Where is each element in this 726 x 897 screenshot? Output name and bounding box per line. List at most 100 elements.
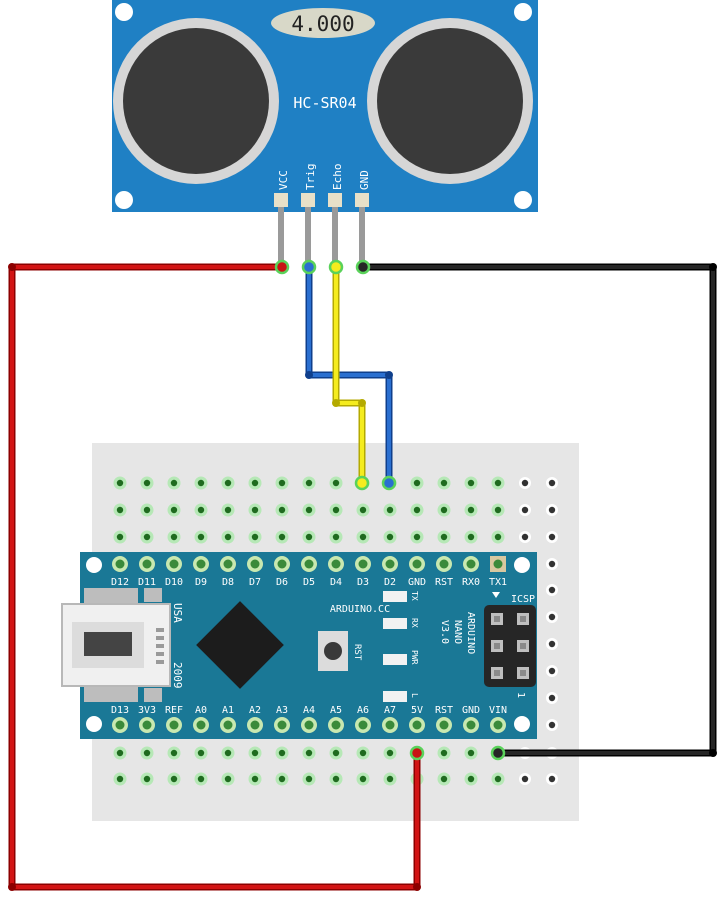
mounting-hole [115, 3, 133, 21]
tx-led [383, 591, 407, 602]
sensor-model-label: HC-SR04 [293, 94, 356, 112]
nano-pad-hole [385, 559, 395, 569]
ultrasonic-sensor: 4.000 HC-SR04 VCC Trig Echo GND [112, 0, 538, 212]
breadboard-hole-center [251, 775, 259, 783]
pin-label: 5V [411, 705, 423, 716]
nano-pad-hole [115, 720, 125, 730]
pin-label: A5 [330, 705, 342, 716]
sensor-pad-vcc [274, 193, 288, 207]
wire-bend [332, 399, 340, 407]
reset-button[interactable] [324, 642, 342, 660]
breadboard-hole-center [521, 506, 529, 514]
breadboard-hole-center [467, 533, 475, 541]
pin-label: A4 [303, 705, 315, 716]
icsp-pin1-label: 1 [515, 692, 526, 698]
breadboard-hole-center [305, 479, 313, 487]
nano-pad-hole [169, 720, 179, 730]
breadboard-hole-center [116, 749, 124, 757]
icsp-pin-center [494, 670, 500, 676]
transducer-right-mesh [377, 28, 523, 174]
breadboard-hole-center [170, 775, 178, 783]
pin-label: D13 [111, 705, 129, 716]
breadboard-hole-center [548, 613, 556, 621]
nano-pad-hole [493, 559, 503, 569]
breadboard-hole-center [494, 533, 502, 541]
breadboard-hole-center [440, 533, 448, 541]
breadboard-hole-center [143, 479, 151, 487]
mounting-hole [514, 557, 530, 573]
breadboard-hole-center [413, 506, 421, 514]
nano-pad-hole [466, 559, 476, 569]
board-name-line: V3.0 [439, 620, 450, 644]
breadboard-hole-center [170, 506, 178, 514]
breadboard-hole-center [413, 479, 421, 487]
usb-connector [61, 588, 171, 702]
nano-pad-hole [196, 720, 206, 730]
rx-led [383, 618, 407, 629]
pin-label: A7 [384, 705, 396, 716]
pin-label: GND [408, 577, 426, 588]
nano-pad-hole [304, 559, 314, 569]
breadboard-hole-center [359, 506, 367, 514]
breadboard-hole-center [197, 479, 205, 487]
breadboard-hole-center [278, 533, 286, 541]
sensor-pin-label-gnd: GND [358, 170, 371, 190]
pin-label: D12 [111, 577, 129, 588]
sensor-pad-gnd [355, 193, 369, 207]
breadboard-hole-center [251, 479, 259, 487]
wire-bend [385, 371, 393, 379]
nano-pad-hole [196, 559, 206, 569]
pin-label: D5 [303, 577, 315, 588]
wire-gnd-core [361, 265, 715, 755]
breadboard-hole-center [305, 533, 313, 541]
mounting-hole [514, 3, 532, 21]
connection-d3 [354, 475, 370, 491]
nano-pad-hole [331, 559, 341, 569]
pin-label: D6 [276, 577, 288, 588]
crystal-label: 4.000 [291, 12, 354, 36]
pin-label: A6 [357, 705, 369, 716]
breadboard-hole-center [440, 749, 448, 757]
breadboard-hole-center [548, 721, 556, 729]
breadboard-hole-center [116, 506, 124, 514]
reset-button-label: RST [352, 644, 362, 661]
breadboard-hole-center [359, 749, 367, 757]
nano-pad-hole [412, 559, 422, 569]
breadboard-hole-center [521, 533, 529, 541]
l-led [383, 691, 407, 702]
breadboard-hole-center [467, 506, 475, 514]
breadboard-hole-center [197, 533, 205, 541]
transducer-left-mesh [123, 28, 269, 174]
breadboard-hole-center [467, 749, 475, 757]
microcontroller-chip [196, 601, 284, 689]
icsp-label: ICSP [511, 594, 535, 605]
pin-label: A3 [276, 705, 288, 716]
nano-pad-hole [250, 559, 260, 569]
breadboard-hole-center [305, 775, 313, 783]
breadboard-hole-center [386, 749, 394, 757]
breadboard-hole-center [332, 533, 340, 541]
pin-label: A2 [249, 705, 261, 716]
nano-pad-hole [331, 720, 341, 730]
breadboard-hole-center [548, 479, 556, 487]
sensor-leg-vcc [278, 207, 284, 267]
board-name-line: ARDUINO [465, 612, 476, 654]
breadboard-hole-center [467, 479, 475, 487]
usb-tab [84, 588, 138, 606]
breadboard-hole-center [305, 506, 313, 514]
pin-label: D9 [195, 577, 207, 588]
breadboard-hole-center [548, 586, 556, 594]
sensor-pad-trig [301, 193, 315, 207]
nano-pad-hole [115, 559, 125, 569]
crystal-oscillator [271, 8, 375, 38]
nano-pad-hole [223, 720, 233, 730]
wire-bend [709, 749, 717, 757]
pin-label: D11 [138, 577, 156, 588]
pin-label: VIN [489, 705, 507, 716]
sensor-pad-echo [328, 193, 342, 207]
nano-pad-hole [358, 720, 368, 730]
breadboard-hole-center [170, 749, 178, 757]
breadboard-hole-center [116, 479, 124, 487]
nano-pad-hole [277, 720, 287, 730]
breadboard-hole-center [359, 775, 367, 783]
